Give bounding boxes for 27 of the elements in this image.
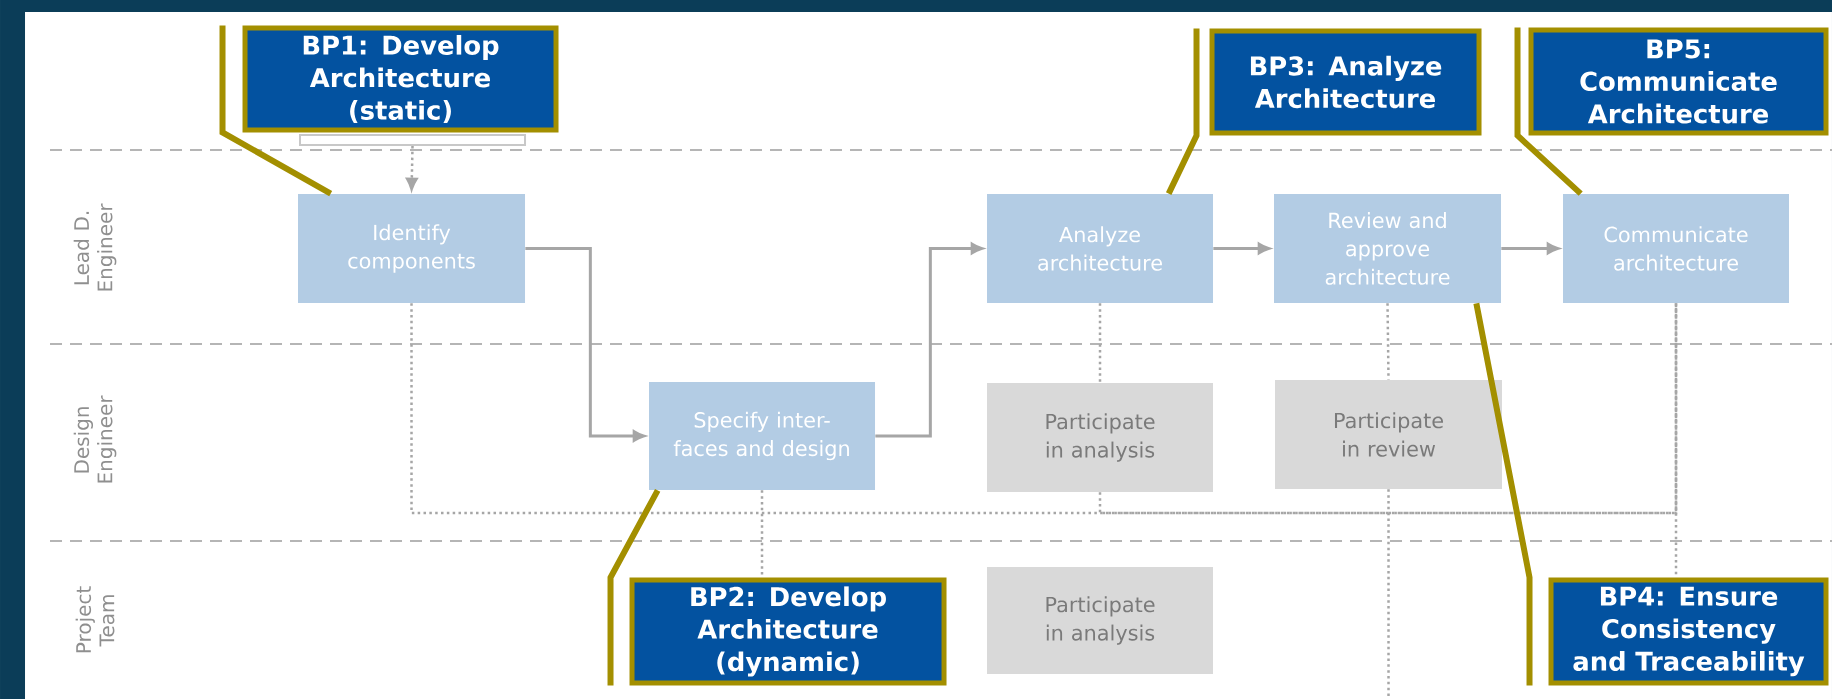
lane-label: Lead D. Engineer bbox=[73, 203, 117, 291]
process-box: Analyze architecture bbox=[987, 194, 1213, 303]
dotted-connector bbox=[410, 303, 1678, 515]
dotted-connector bbox=[1098, 303, 1102, 383]
leader-line bbox=[1165, 28, 1200, 195]
lane-label: Design Engineer bbox=[73, 395, 117, 483]
lane-label: Project Team bbox=[75, 586, 115, 653]
task-box: Participate in analysis bbox=[987, 567, 1213, 674]
process-box: Communicate architecture bbox=[1563, 194, 1789, 303]
callout-box: BP5: Communicate Architecture bbox=[1528, 27, 1829, 136]
dotted-connector bbox=[1387, 489, 1390, 699]
process-box: Review and approve architecture bbox=[1274, 194, 1501, 303]
leader-line bbox=[219, 25, 333, 197]
process-box: Identify components bbox=[298, 194, 525, 303]
box bbox=[299, 134, 526, 146]
callout-box: BP2: Develop Architecture (dynamic) bbox=[629, 577, 947, 686]
leader-line bbox=[1514, 27, 1583, 196]
arrow bbox=[525, 247, 645, 442]
leader-line bbox=[1473, 302, 1533, 686]
callout-box: BP4: Ensure Consistency and Traceability bbox=[1548, 577, 1829, 686]
dotted-connector bbox=[1386, 303, 1390, 380]
callout-box: BP3: Analyze Architecture bbox=[1209, 28, 1482, 136]
leader-line bbox=[607, 488, 661, 686]
process-box: Specify inter- faces and design bbox=[649, 382, 875, 490]
callout-box: BP1: Develop Architecture (static) bbox=[242, 25, 559, 133]
task-box: Participate in analysis bbox=[987, 383, 1213, 492]
task-box: Participate in review bbox=[1275, 380, 1502, 489]
